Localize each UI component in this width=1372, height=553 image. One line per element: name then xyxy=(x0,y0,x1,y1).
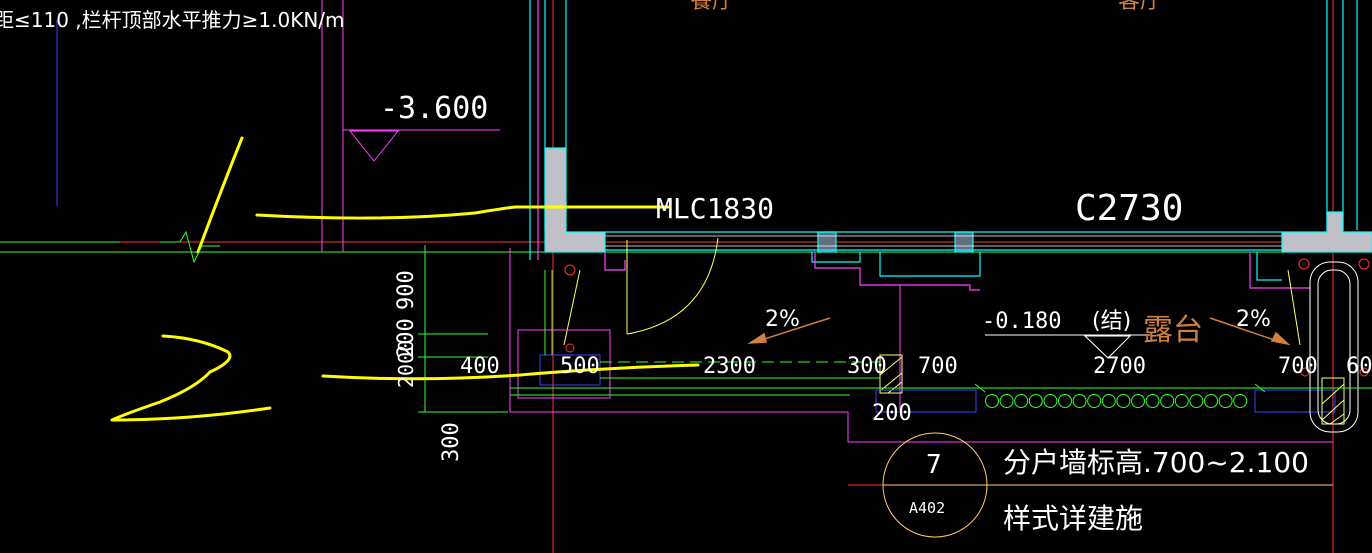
door-jamb xyxy=(563,269,581,346)
door xyxy=(563,237,719,346)
sill-outline xyxy=(811,252,861,263)
door-swing-arc xyxy=(626,237,719,335)
level-triangle-terrace xyxy=(1083,335,1132,359)
drain-circle xyxy=(565,343,575,353)
markup-stroke-2 xyxy=(255,205,670,220)
dim-value: 700 xyxy=(1278,354,1318,379)
dim-value-vertical: 200 xyxy=(394,318,419,358)
dim-value: 2300 xyxy=(703,354,756,379)
magenta-step xyxy=(814,252,980,291)
gravel-circle xyxy=(1204,394,1218,408)
terrace-level-marker xyxy=(985,334,1150,359)
dim-value-vertical: 300 xyxy=(439,422,464,462)
level-triangle-upper xyxy=(348,130,400,162)
drain-circle xyxy=(1300,367,1310,377)
gravel-circle xyxy=(1233,394,1248,408)
drain-circle xyxy=(1359,367,1369,377)
dim-value: 500 xyxy=(560,354,600,379)
hatch-lines xyxy=(1321,383,1345,425)
callout-number: 7 xyxy=(926,450,942,480)
dim-value: 400 xyxy=(460,354,500,379)
top-note: 距≤110 ,栏杆顶部水平推力≥1.0KN/m xyxy=(0,8,345,32)
slab-blue xyxy=(1254,389,1336,413)
gravel-circle xyxy=(1116,394,1131,408)
gravel-circle xyxy=(1189,394,1204,408)
slope-arrow-left xyxy=(754,317,831,343)
slope-arrowhead-left xyxy=(747,332,767,344)
left-section xyxy=(56,0,500,252)
markup-stroke-1 xyxy=(196,136,244,254)
gravel-circle xyxy=(1043,394,1058,408)
magenta-step xyxy=(1249,252,1310,289)
dim-value: 2700 xyxy=(1093,354,1146,379)
sill-outline xyxy=(879,252,981,277)
magenta-step xyxy=(604,252,626,271)
slope-label-right: 2% xyxy=(1236,307,1271,332)
struct-tag: (结) xyxy=(1092,309,1131,334)
downpipe-outline xyxy=(1317,269,1351,425)
door-tag: MLC1830 xyxy=(656,192,774,225)
sill-outline xyxy=(1256,252,1282,281)
window-tag: C2730 xyxy=(1075,188,1183,229)
callout-note-line1: 分户墙标高.700~2.100 xyxy=(1003,446,1309,479)
dim-value-vertical: 2000 xyxy=(394,340,418,388)
gravel-circle xyxy=(1087,394,1102,408)
dim-value: 700 xyxy=(918,354,958,379)
detail-callout xyxy=(882,432,1333,538)
dim-value: 300 xyxy=(847,354,887,379)
drain-circle xyxy=(564,264,576,276)
dim-value-vertical: 900 xyxy=(394,270,419,310)
callout-note-line2: 样式详建施 xyxy=(1003,502,1143,535)
gravel-circle xyxy=(999,394,1014,408)
slope-arrow-right xyxy=(1209,317,1284,344)
gravel-circle xyxy=(1028,394,1043,408)
level-upper-label: -3.600 xyxy=(380,91,488,126)
wall-column-left xyxy=(544,147,606,253)
terrace-level-label: -0.180 xyxy=(982,309,1061,334)
terrace-outline xyxy=(509,248,1333,443)
markup-stroke-3 xyxy=(321,363,700,381)
drain-circle xyxy=(1358,258,1370,270)
slab-blue xyxy=(875,389,977,413)
terrace-label: 露台 xyxy=(1143,313,1203,348)
callout-sheet: A402 xyxy=(909,499,945,517)
slope-arrowhead-right xyxy=(1270,331,1291,346)
gravel-circle xyxy=(1014,394,1029,408)
break-line-symbol xyxy=(160,230,220,264)
markup-numeral-2 xyxy=(110,334,272,422)
gravel-circle xyxy=(1131,394,1145,408)
dim-value: 200 xyxy=(872,401,912,426)
wall-column-right xyxy=(1281,211,1372,253)
room-label-left: 餐厅 xyxy=(690,0,734,14)
gravel-circle xyxy=(1218,394,1233,408)
slope-label-left: 2% xyxy=(765,307,800,332)
gravel-circle xyxy=(1101,394,1116,408)
column-small xyxy=(817,231,837,253)
room-label-right: 客厅 xyxy=(1118,0,1162,14)
dim-tick xyxy=(974,383,986,393)
drain-circle xyxy=(1298,258,1310,270)
gravel-circle xyxy=(985,394,999,408)
gravel-circle xyxy=(1145,394,1160,408)
slab-magenta xyxy=(517,329,611,399)
gravel-circle xyxy=(1174,394,1189,408)
downpipe-outline xyxy=(1309,261,1359,433)
gravel-circle xyxy=(1058,394,1072,408)
drain-line xyxy=(1287,269,1301,346)
gravel-row xyxy=(985,394,1248,408)
hatch-column xyxy=(879,354,903,394)
terrace-details xyxy=(509,248,1370,443)
dim-value: 60 xyxy=(1346,354,1372,379)
building-walls xyxy=(529,0,1372,291)
labels: 距≤110 ,栏杆顶部水平推力≥1.0KN/m 餐厅 客厅 -3.600 MLC… xyxy=(0,0,1372,535)
slope-arrows xyxy=(747,317,1291,346)
column-small xyxy=(954,231,974,253)
dim-tick xyxy=(1254,383,1266,393)
gravel-circle xyxy=(1160,394,1175,408)
dimension-lines xyxy=(418,245,1372,413)
handwritten-markups xyxy=(110,136,700,422)
gravel-circle xyxy=(1072,394,1087,408)
